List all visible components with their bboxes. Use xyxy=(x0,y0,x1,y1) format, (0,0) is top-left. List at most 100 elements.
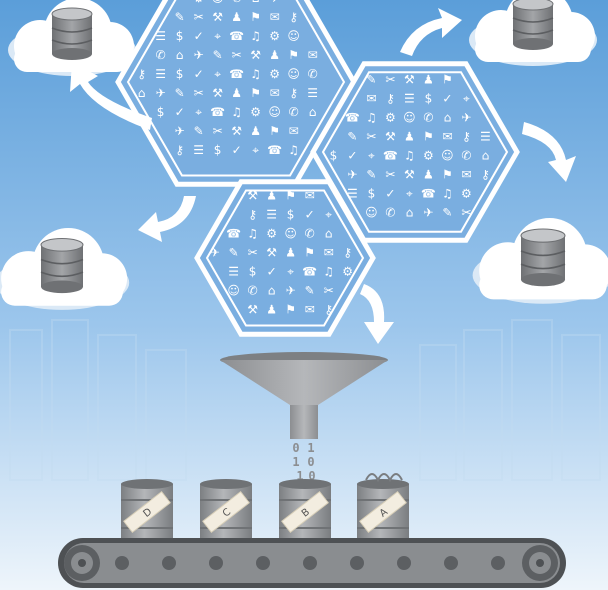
location-pin-icon: ☰ xyxy=(404,92,415,106)
hexagon-icons-right: ✎✂⚒♟⚑✉⚷☰$✓⌖☎♫⚙☺✆⌂✈✎✂⚒♟⚑✉⚷☰$✓⌖☎♫⚙☺✆⌂✈✎✂⚒♟… xyxy=(310,61,520,243)
key-icon: ✉ xyxy=(270,10,280,24)
chart-icon: ✆ xyxy=(385,206,395,220)
gavel-icon: ✆ xyxy=(305,227,315,241)
chart-icon: ⚷ xyxy=(175,143,184,157)
tools-icon: ☎ xyxy=(345,111,360,125)
cloud-database xyxy=(8,0,136,76)
chat-icon: ♫ xyxy=(366,111,377,125)
gavel-icon: ✉ xyxy=(461,168,471,182)
tools-icon: ♟ xyxy=(423,168,434,182)
envelope-icon: ✈ xyxy=(210,246,220,260)
user-icon: ✈ xyxy=(194,48,204,62)
belt-roller xyxy=(303,556,317,570)
key-icon: ✆ xyxy=(308,67,318,81)
image-icon: ♟ xyxy=(423,73,434,87)
location-pin-icon: ✓ xyxy=(305,208,315,222)
user-icon: ✓ xyxy=(175,105,185,119)
database-icon xyxy=(40,237,84,294)
user-icon: ♟ xyxy=(231,10,242,24)
user-icon: ✉ xyxy=(289,124,299,138)
gavel-icon: ⚑ xyxy=(288,48,299,62)
binary-digit: 1 xyxy=(292,455,299,469)
key-icon: ⌖ xyxy=(463,92,470,106)
chart-icon: ☰ xyxy=(228,265,239,279)
dollar-icon: ☎ xyxy=(421,187,436,201)
lock-icon: ✂ xyxy=(194,10,204,24)
gear-icon: ⚒ xyxy=(266,246,277,260)
document-icon: ⚙ xyxy=(193,0,204,5)
wire-coil xyxy=(365,473,403,483)
lock-icon: ✆ xyxy=(156,48,166,62)
cloud-database xyxy=(472,218,608,304)
lock-icon: ☰ xyxy=(307,86,318,100)
gear-icon: ✈ xyxy=(270,0,280,5)
image-icon: ✉ xyxy=(305,189,315,203)
dollar-icon: ⌖ xyxy=(214,67,221,81)
key-icon: ☎ xyxy=(210,105,225,119)
gear-icon: ✉ xyxy=(270,86,280,100)
belt-roller xyxy=(256,556,270,570)
arrow-icon xyxy=(522,122,576,182)
gear-icon xyxy=(522,545,558,581)
funnel xyxy=(220,352,388,439)
lock-icon: ⚒ xyxy=(385,130,396,144)
binary-digit: 0 xyxy=(308,469,315,483)
data-barrel: A xyxy=(357,479,409,542)
tools-icon: ✈ xyxy=(423,206,433,220)
location-pin-icon: ⚒ xyxy=(212,10,223,24)
server-racks-background xyxy=(9,319,601,481)
tools-icon: ⌂ xyxy=(138,86,146,100)
conveyor-belt xyxy=(58,538,566,588)
chat-icon: ⚷ xyxy=(324,303,333,317)
belt-roller xyxy=(115,556,129,570)
document-icon: ⚷ xyxy=(481,168,490,182)
lock-icon: ✎ xyxy=(305,284,315,298)
gear-icon: ✓ xyxy=(194,67,204,81)
image-icon: $ xyxy=(176,67,184,81)
gear-icon: ✂ xyxy=(213,124,223,138)
calendar-icon: ✈ xyxy=(175,124,185,138)
chat-icon: ♟ xyxy=(269,48,280,62)
chat-icon: ☺ xyxy=(284,227,297,241)
dollar-icon: ✈ xyxy=(286,284,296,298)
arrow-icon xyxy=(138,196,196,242)
envelope-icon: ☎ xyxy=(383,149,398,163)
location-pin-icon: ♟ xyxy=(404,130,415,144)
gear-icon: ⌖ xyxy=(406,187,413,201)
key-icon: $ xyxy=(249,265,257,279)
gavel-icon: ⚙ xyxy=(385,111,396,125)
envelope-icon: ⚒ xyxy=(212,86,223,100)
lock-icon: ☎ xyxy=(229,67,244,81)
gear-icon: ☺ xyxy=(441,149,454,163)
key-icon: ⚑ xyxy=(285,303,296,317)
dollar-icon: ⚒ xyxy=(231,124,242,138)
calendar-icon: ☰ xyxy=(155,67,166,81)
document-icon: ⌂ xyxy=(325,227,333,241)
calendar-icon: $ xyxy=(368,187,376,201)
gavel-icon: ☎ xyxy=(302,265,317,279)
user-icon: ✎ xyxy=(366,168,376,182)
chat-icon: $ xyxy=(330,149,338,163)
location-pin-icon: $ xyxy=(157,105,165,119)
lock-icon: ⚑ xyxy=(304,246,315,260)
chart-icon: ⚑ xyxy=(250,10,261,24)
envelope-icon: ⌖ xyxy=(214,29,221,43)
key-icon: ☰ xyxy=(193,143,204,157)
document-icon: ✉ xyxy=(308,48,318,62)
location-pin-icon: ✉ xyxy=(324,246,334,260)
tools-icon: ☰ xyxy=(480,130,491,144)
key-icon: ⚒ xyxy=(404,168,415,182)
dollar-icon: ✂ xyxy=(366,130,376,144)
envelope-icon: ⚷ xyxy=(137,67,146,81)
tools-icon: ♫ xyxy=(231,105,242,119)
database-icon xyxy=(520,228,566,287)
belt-roller xyxy=(491,556,505,570)
document-icon: ☺ xyxy=(403,111,416,125)
gear-icon: ⚙ xyxy=(269,29,280,43)
envelope-icon: ✆ xyxy=(423,111,433,125)
lock-icon: ⌂ xyxy=(482,149,490,163)
gavel-icon: ✎ xyxy=(175,86,185,100)
envelope-icon: ✂ xyxy=(385,73,395,87)
location-pin-icon: ⚑ xyxy=(269,124,280,138)
chart-icon: ✓ xyxy=(442,92,452,106)
